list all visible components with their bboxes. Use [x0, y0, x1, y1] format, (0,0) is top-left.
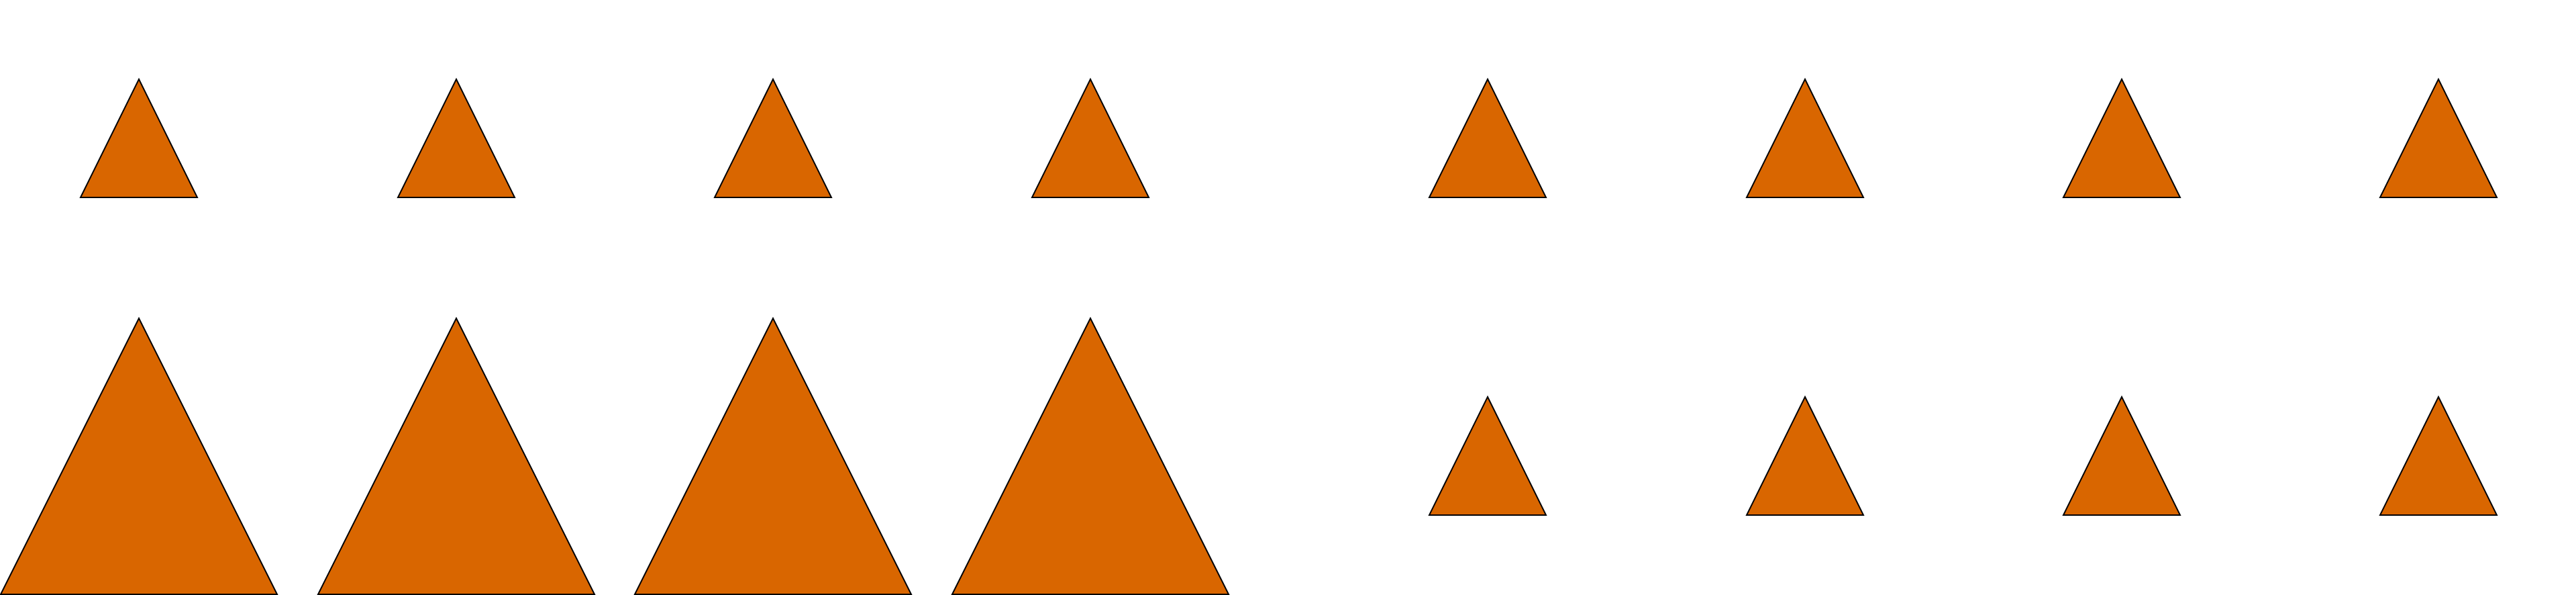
- right-top-small-triangle-icon-4: [2379, 77, 2498, 198]
- triangles-layer: [0, 77, 2498, 595]
- left-bottom-large-triangle-icon-4: [951, 316, 1230, 595]
- right-bottom-small-triangle-icon-2: [1745, 395, 1865, 516]
- left-top-small-triangle-icon-3: [713, 77, 833, 198]
- right-bottom-small-triangle-icon-3: [2062, 395, 2181, 516]
- left-bottom-large-triangle-icon-3: [633, 316, 913, 595]
- left-bottom-large-triangle-icon-1: [0, 316, 278, 595]
- left-top-small-triangle-icon-1: [79, 77, 199, 198]
- right-bottom-small-triangle-icon-1: [1428, 395, 1547, 516]
- right-top-small-triangle-icon-3: [2062, 77, 2181, 198]
- right-top-small-triangle-icon-2: [1745, 77, 1865, 198]
- left-top-small-triangle-icon-4: [1031, 77, 1150, 198]
- left-top-small-triangle-icon-2: [397, 77, 516, 198]
- left-bottom-large-triangle-icon-2: [317, 316, 596, 595]
- right-top-small-triangle-icon-1: [1428, 77, 1547, 198]
- right-bottom-small-triangle-icon-4: [2379, 395, 2498, 516]
